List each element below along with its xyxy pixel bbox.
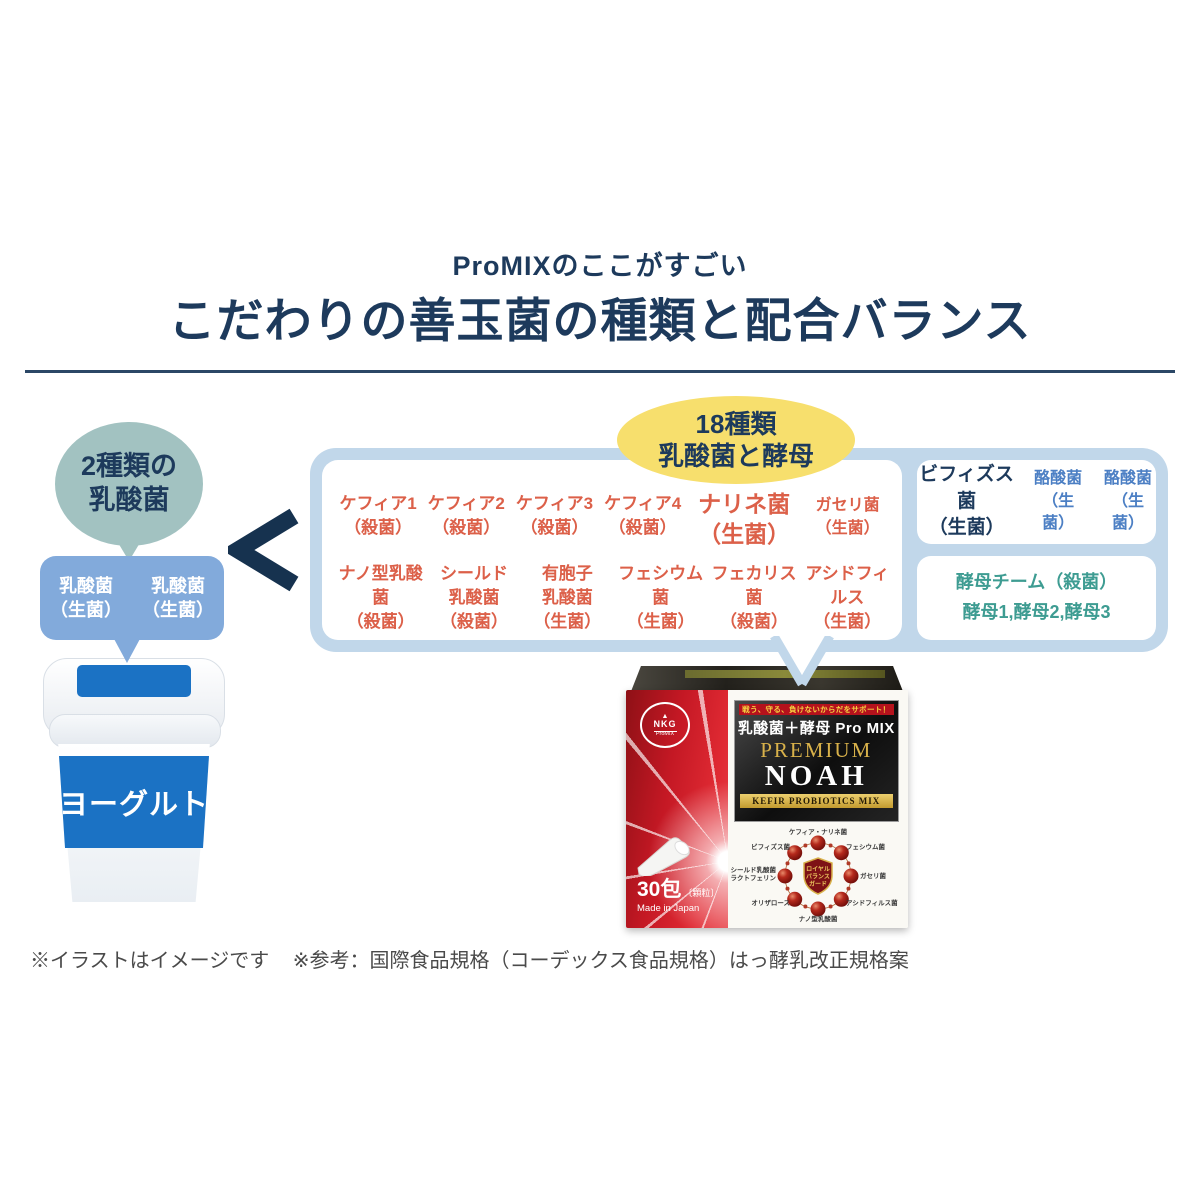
royal-balance-diagram: ロイヤル バランス ガード ケフィア・ナリネ菌 フェシウム菌 ガセリ菌 アシドフ… bbox=[730, 827, 898, 923]
yogurt-count-bubble: 2種類の 乳酸菌 bbox=[55, 422, 203, 546]
cup-label: ヨーグルト bbox=[59, 756, 209, 848]
footnotes: ※イラストはイメージです ※参考：国際食品規格（コーデックス食品規格）はっ酵乳改… bbox=[30, 944, 927, 973]
bacteria-cell: ガセリ菌 （生菌） bbox=[815, 497, 880, 537]
svg-text:ビフィズス菌: ビフィズス菌 bbox=[751, 842, 790, 851]
bacteria-right-column: ビフィズス菌 （生菌） 酪酸菌 （生菌） 酪酸菌 （生菌） 酵母チーム（殺菌） … bbox=[917, 460, 1156, 640]
yeast-line1: 酵母チーム（殺菌） bbox=[955, 572, 1118, 593]
svg-text:シールド乳酸菌: シールド乳酸菌 bbox=[730, 865, 776, 874]
package-white-side: 戦う、守る、負けないからだをサポート！ 乳酸菌＋酵母 Pro MIX PREMI… bbox=[727, 690, 908, 928]
bacteria-name: 乳酸菌 bbox=[59, 575, 113, 596]
mountain-icon: ▲ bbox=[661, 712, 669, 720]
shield-icon bbox=[802, 857, 833, 895]
bacteria-cell: フェシウム菌 （生菌） bbox=[618, 564, 704, 632]
blue-bubble-tail bbox=[113, 637, 141, 663]
bacteria-row-1: ケフィア1 （殺菌） ケフィア2 （殺菌） ケフィア3 （殺菌） ケフィア4 （… bbox=[334, 491, 894, 550]
bacteria-status: （生菌） bbox=[50, 600, 122, 620]
bacteria-cell: アシドフィルス （生菌） bbox=[805, 564, 890, 632]
svg-text:ケフィア・ナリネ菌: ケフィア・ナリネ菌 bbox=[788, 827, 847, 836]
bacteria-cell: ケフィア4 （殺菌） bbox=[604, 494, 682, 538]
yeast-box: 酵母チーム（殺菌） 酵母1,酵母2,酵母3 bbox=[917, 556, 1156, 640]
package-red-side: ▲ NKG ProMIX 30包〔顆粒〕 Made in Japan bbox=[626, 690, 728, 928]
yeast-line2: 酵母1,酵母2,酵母3 bbox=[962, 602, 1111, 622]
bacteria-list-box: ケフィア1 （殺菌） ケフィア2 （殺菌） ケフィア3 （殺菌） ケフィア4 （… bbox=[322, 460, 902, 640]
svg-text:バランス: バランス bbox=[806, 873, 830, 881]
product-name-premium: PREMIUM bbox=[760, 738, 873, 762]
svg-text:ロイヤル: ロイヤル bbox=[806, 866, 830, 873]
badge-line1: 18種類 bbox=[695, 408, 777, 439]
title-divider bbox=[25, 370, 1175, 373]
svg-text:ガード: ガード bbox=[809, 880, 827, 888]
footnote-1: ※イラストはイメージです bbox=[30, 950, 270, 972]
svg-text:アシドフィルス菌: アシドフィルス菌 bbox=[846, 898, 898, 907]
package-top-face bbox=[630, 666, 904, 694]
brand-name: NKG bbox=[653, 719, 677, 732]
sachet-illustration bbox=[637, 837, 690, 876]
cup-lid-insert bbox=[77, 665, 191, 697]
svg-text:ナノ型乳酸菌: ナノ型乳酸菌 bbox=[798, 914, 837, 923]
bacteria-item: 乳酸菌 （生菌） bbox=[142, 574, 214, 623]
bacteria-cell: ケフィア1 （殺菌） bbox=[339, 494, 417, 538]
badge-line2: 乳酸菌と酵母 bbox=[657, 441, 814, 471]
yogurt-count-line1: 2種類の bbox=[80, 451, 178, 482]
package-front-face: ▲ NKG ProMIX 30包〔顆粒〕 Made in Japan 戦う、守る… bbox=[626, 690, 908, 928]
brand-sub: ProMIX bbox=[655, 730, 675, 737]
svg-text:ラクトフェリン: ラクトフェリン bbox=[730, 873, 776, 882]
bacteria-cell: ケフィア2 （殺菌） bbox=[427, 494, 505, 538]
brand-logo: ▲ NKG ProMIX bbox=[640, 702, 690, 748]
origin-text: Made in Japan bbox=[637, 903, 700, 914]
svg-text:オリザロース: オリザロース bbox=[751, 899, 790, 907]
product-package: ▲ NKG ProMIX 30包〔顆粒〕 Made in Japan 戦う、守る… bbox=[626, 666, 908, 928]
bacteria-cell: シールド 乳酸菌 （殺菌） bbox=[439, 564, 508, 632]
bacteria-item: 乳酸菌 （生菌） bbox=[50, 574, 122, 623]
bacteria-cell: ケフィア3 （殺菌） bbox=[515, 494, 594, 538]
less-than-icon bbox=[228, 508, 299, 592]
bacteria-cell: ナノ型乳酸菌 （殺菌） bbox=[338, 564, 423, 632]
product-name-panel: 戦う、守る、負けないからだをサポート！ 乳酸菌＋酵母 Pro MIX PREMI… bbox=[733, 700, 899, 822]
bacteria-cell: フェカリス菌 （殺菌） bbox=[711, 564, 797, 632]
product-tagline: 戦う、守る、負けないからだをサポート！ bbox=[738, 704, 894, 715]
butyric-item: 酪酸菌 （生菌） bbox=[1034, 470, 1083, 533]
svg-text:フェシウム菌: フェシウム菌 bbox=[846, 842, 886, 851]
cup-rim bbox=[49, 714, 221, 748]
page-title: こだわりの善玉菌の種類と配合バランス bbox=[168, 294, 1032, 347]
product-series: 乳酸菌＋酵母 Pro MIX bbox=[737, 720, 895, 737]
sachet-count: 30包〔顆粒〕 bbox=[637, 878, 720, 901]
bifidus-box: ビフィズス菌 （生菌） 酪酸菌 （生菌） 酪酸菌 （生菌） bbox=[917, 460, 1156, 544]
bifidus-item: ビフィズス菌 （生菌） bbox=[919, 464, 1014, 539]
yogurt-cup-illustration: ヨーグルト bbox=[43, 656, 225, 902]
product-name-noah: NOAH bbox=[764, 760, 868, 793]
yogurt-count-line2: 乳酸菌 bbox=[88, 485, 170, 515]
svg-text:ガセリ菌: ガセリ菌 bbox=[860, 871, 887, 880]
eyebrow-text: ProMIXのここがすごい bbox=[452, 251, 748, 281]
panel-pointer-tail bbox=[770, 636, 834, 687]
variety-count-badge: 18種類 乳酸菌と酵母 bbox=[617, 396, 855, 484]
footnote-2: ※参考：国際食品規格（コーデックス食品規格）はっ酵乳改正規格案 bbox=[292, 950, 909, 972]
yogurt-bacteria-bubble: 乳酸菌 （生菌） 乳酸菌 （生菌） bbox=[40, 556, 224, 640]
bacteria-status: （生菌） bbox=[142, 600, 214, 620]
product-banner: KEFIR PROBIOTICS MIX bbox=[739, 794, 893, 809]
bacteria-name: 乳酸菌 bbox=[151, 575, 205, 596]
bacteria-cell: 有胞子 乳酸菌 （生菌） bbox=[533, 564, 602, 632]
butyric-item: 酪酸菌 （生菌） bbox=[1104, 470, 1153, 533]
bacteria-cell-emphasis: ナリネ菌 （生菌） bbox=[698, 491, 791, 547]
bacteria-row-2: ナノ型乳酸菌 （殺菌） シールド 乳酸菌 （殺菌） 有胞子 乳酸菌 （生菌） フ… bbox=[334, 562, 894, 634]
